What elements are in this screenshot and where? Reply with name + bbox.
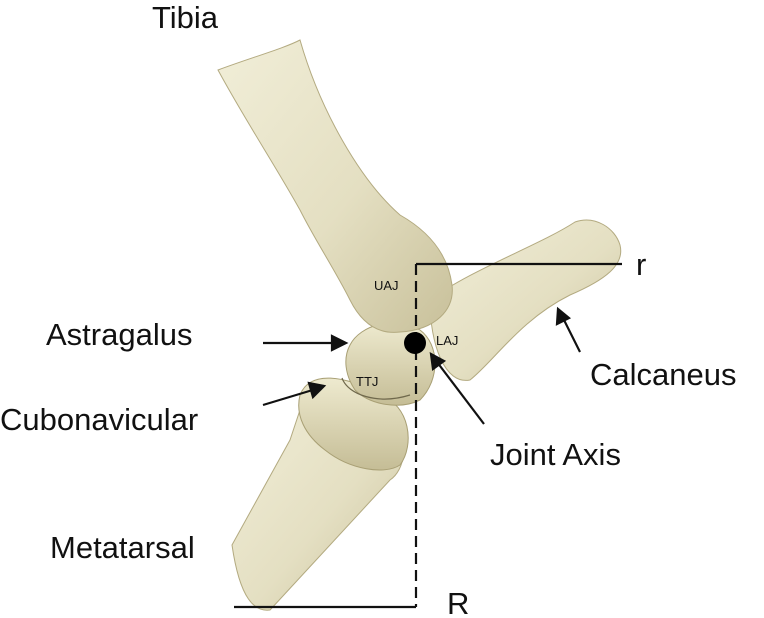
astragalus-label: Astragalus <box>46 317 192 352</box>
tibia-label: Tibia <box>152 0 219 35</box>
ttj-label: TTJ <box>356 374 378 389</box>
calcaneus-arrow <box>562 317 581 353</box>
calcaneus-bone <box>429 219 622 381</box>
laj-label: LAJ <box>436 333 458 348</box>
tibia-bone <box>217 39 453 333</box>
calcaneus-arrowhead <box>555 306 572 326</box>
joint-axis-arrow <box>436 361 485 425</box>
joint-axis-label: Joint Axis <box>490 437 621 472</box>
cubonavicular-arrowhead <box>307 381 327 400</box>
joint-axis-point <box>404 332 426 354</box>
ttj-joint-outline <box>341 377 411 400</box>
astragalus-arrowhead <box>330 334 349 352</box>
calcaneus-label: Calcaneus <box>590 357 736 392</box>
r-small-label: r <box>636 247 646 282</box>
uaj-label: UAJ <box>374 278 399 293</box>
reference-lines <box>234 262 622 609</box>
cubonavicular-label: Cubonavicular <box>0 402 198 437</box>
bone-illustration <box>217 39 622 611</box>
r-big-label: R <box>447 586 469 618</box>
metatarsal-label: Metatarsal <box>50 530 195 565</box>
joint-axis-arrowhead <box>429 352 447 371</box>
cubonavicular-arrow <box>262 387 317 407</box>
arrows <box>262 306 581 425</box>
